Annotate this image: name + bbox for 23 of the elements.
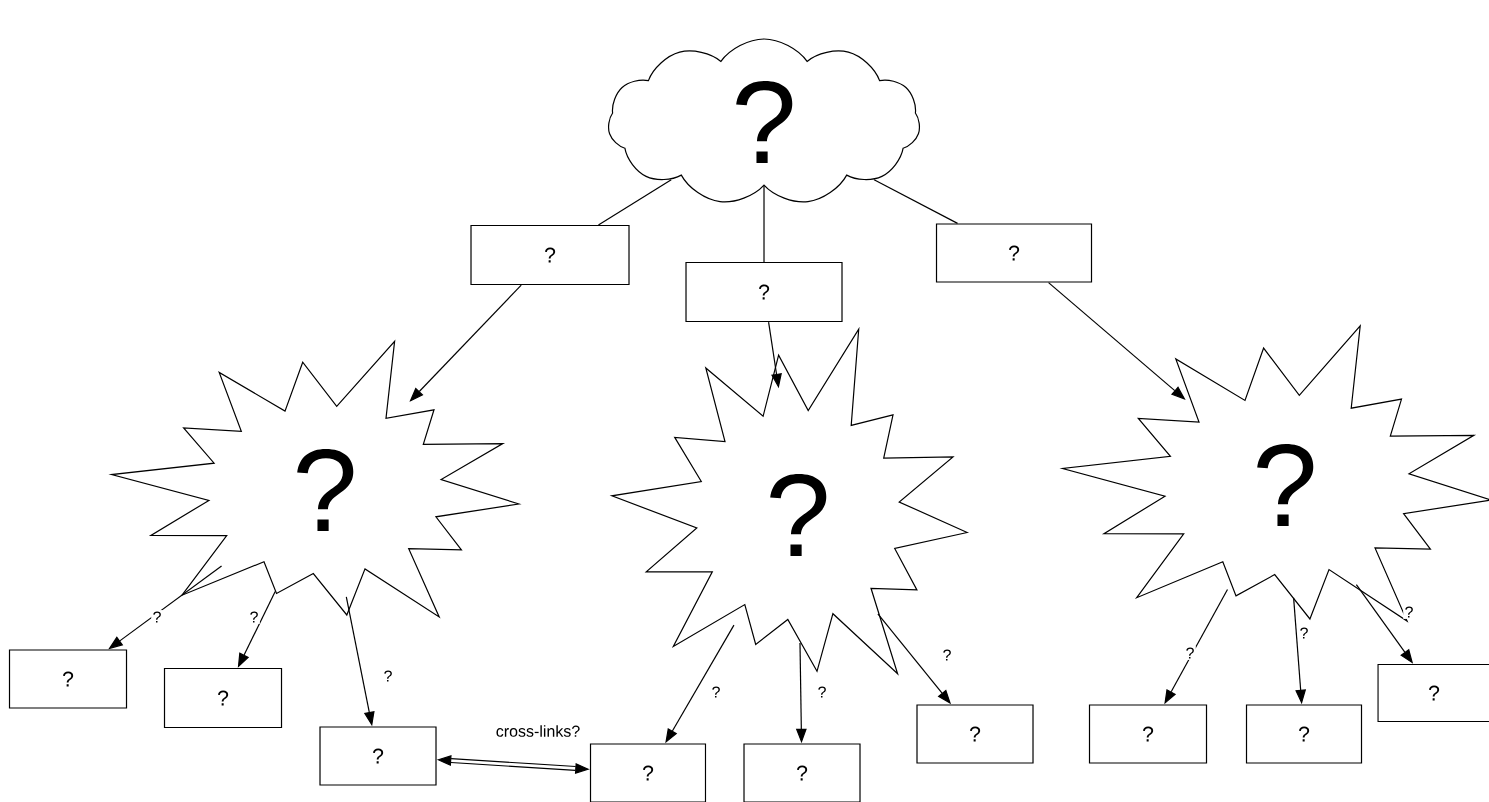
edge-label: ? — [248, 610, 260, 624]
question-box: ? — [589, 743, 707, 802]
question-box: ? — [163, 667, 283, 729]
edge-label: ? — [151, 610, 163, 624]
question-box: ? — [935, 223, 1093, 283]
question-box: ? — [1088, 704, 1208, 764]
edge-label: ? — [382, 669, 394, 683]
edge-label: ? — [1403, 605, 1415, 619]
question-box: ? — [319, 726, 437, 786]
arrow — [409, 284, 522, 402]
question-box: ? — [1377, 663, 1489, 723]
question-box: ? — [685, 261, 843, 323]
edge-label: ? — [1184, 646, 1196, 660]
edge-label: ? — [1298, 626, 1310, 640]
question-box: ? — [470, 224, 630, 286]
question-box: ? — [743, 743, 861, 802]
question-box: ? — [8, 649, 128, 709]
question-box: ? — [916, 704, 1034, 764]
edge-label: ? — [710, 685, 722, 699]
edge-label: ? — [941, 648, 953, 662]
edge-label: cross-links? — [494, 723, 582, 739]
question-box: ? — [1245, 704, 1363, 764]
edge-label: ? — [816, 685, 828, 699]
